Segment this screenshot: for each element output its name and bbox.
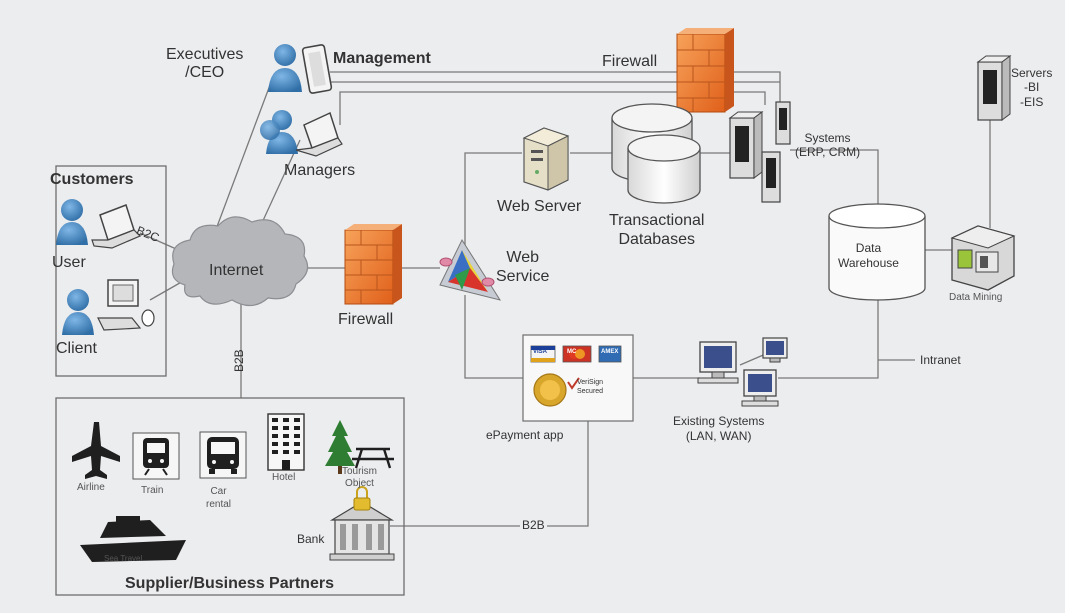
bus-icon — [199, 431, 247, 479]
client-person-icon — [62, 289, 94, 335]
sea-travel-label: Sea Travel — [104, 554, 143, 563]
executive-person-icon — [268, 44, 302, 92]
visa-card-icon — [530, 345, 556, 363]
b2b-bottom-label: B2B — [520, 518, 547, 533]
bank-label: Bank — [297, 532, 325, 546]
workstation-icon — [741, 369, 779, 407]
connection-lines — [139, 71, 991, 527]
verisign-label: VeriSign Secured — [577, 379, 604, 396]
system-server-tower-icon — [775, 101, 791, 145]
lock-icon — [353, 486, 371, 511]
web-server-icon — [522, 127, 570, 191]
hotel-icon — [267, 413, 305, 471]
mastercard-icon — [562, 345, 592, 363]
airplane-icon — [72, 422, 120, 479]
hotel-label: Hotel — [272, 472, 296, 483]
user-label: User — [52, 254, 86, 271]
tablet-icon — [301, 44, 333, 94]
picnic-table-icon — [352, 447, 394, 469]
suppliers-box — [55, 397, 405, 596]
bi-server-icon — [976, 55, 1012, 121]
mastercard-label: MC — [567, 349, 577, 355]
firewall-top-icon — [676, 28, 734, 113]
firewall-mid-label: Firewall — [338, 311, 394, 328]
epayment-label: ePayment app — [486, 428, 564, 442]
system-server-tower-icon — [761, 151, 781, 203]
customers-box — [55, 165, 167, 377]
workstation-icon — [697, 341, 739, 384]
airline-label: Airline — [77, 482, 105, 493]
internet-cloud-icon — [171, 216, 309, 307]
database-front-icon — [627, 134, 701, 204]
customers-label: Customers — [50, 171, 134, 188]
internet-label: Internet — [209, 262, 264, 279]
security-seal-icon — [533, 373, 567, 407]
data-warehouse-icon — [828, 203, 926, 301]
servers-label: Servers -BI -EIS — [1011, 66, 1053, 109]
desktop-computer-icon — [97, 279, 155, 331]
amex-card-icon — [598, 345, 622, 363]
bank-icon — [329, 501, 395, 561]
management-label: Management — [333, 50, 431, 67]
tree-icon — [325, 420, 355, 474]
car-rental-label: Car rental — [206, 486, 232, 510]
suppliers-label: Supplier/Business Partners — [125, 575, 334, 592]
ship-icon — [80, 516, 186, 562]
tourism-object-label: Tourism Object — [342, 466, 378, 489]
visa-card-label: VISA — [533, 349, 548, 355]
data-warehouse-label: Data Warehouse — [838, 241, 899, 270]
web-server-label: Web Server — [497, 198, 582, 215]
laptop-icon — [91, 204, 142, 249]
web-service-label: Web Service — [496, 249, 550, 286]
train-icon — [132, 432, 180, 480]
manager-laptop-icon — [295, 111, 343, 157]
b2b-vertical-label: B2B — [232, 349, 246, 372]
firewall-mid-icon — [344, 224, 402, 305]
transactional-databases-label: Transactional Databases — [609, 212, 705, 249]
client-label: Client — [56, 340, 97, 357]
systems-label: Systems (ERP, CRM) — [795, 131, 861, 160]
web-service-icon — [439, 238, 502, 301]
firewall-top-label: Firewall — [602, 53, 658, 70]
verisign-check-icon — [567, 377, 580, 390]
train-label: Train — [141, 485, 164, 496]
data-mining-label: Data Mining — [949, 292, 1003, 303]
workstation-icon — [762, 337, 788, 363]
manager-person-icon-front — [260, 120, 280, 140]
amex-card-label: AMEX — [601, 349, 619, 355]
executives-label: Executives /CEO — [166, 46, 244, 82]
user-person-icon — [56, 199, 88, 245]
data-mining-icon — [950, 225, 1016, 291]
managers-label: Managers — [284, 162, 356, 179]
system-server-tower-icon — [728, 111, 764, 179]
existing-systems-label: Existing Systems (LAN, WAN) — [673, 414, 765, 443]
intranet-label: Intranet — [920, 353, 961, 367]
